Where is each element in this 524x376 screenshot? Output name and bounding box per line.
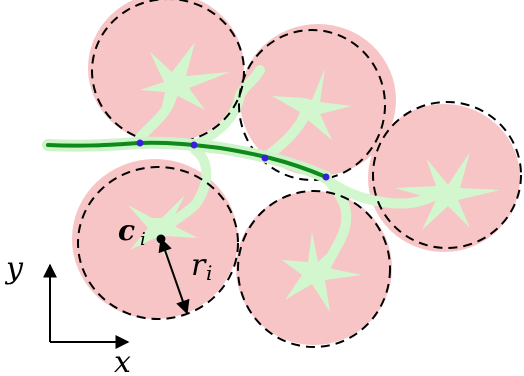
radius-label: r [191, 248, 207, 283]
leaf-star-icon [395, 152, 500, 230]
dashed-circle-icon [77, 166, 239, 320]
fruit-disk-3 [368, 104, 520, 252]
junction-nodes [136, 139, 330, 181]
leaf-star-icon [272, 68, 352, 140]
junction-node [322, 173, 330, 181]
fruit-disks [72, 0, 520, 345]
dashed-circle-icon [372, 101, 522, 249]
radius-label-sub: i [206, 261, 212, 285]
calyxes [128, 42, 500, 312]
fruit-disk-4 [72, 159, 238, 319]
leaf-star-icon [128, 195, 198, 262]
junction-node [190, 141, 198, 149]
axis-label-y: y [4, 251, 24, 286]
main-stalk [42, 136, 332, 183]
axis-indicator [43, 263, 130, 349]
pedicel-6 [160, 145, 212, 235]
dashed-circle-icon [91, 0, 245, 144]
stalk-line [46, 140, 328, 179]
dashed-circle-icon [237, 190, 391, 348]
center-label: c [118, 214, 135, 247]
leaf-star-icon [140, 42, 230, 125]
radius-arrow [158, 237, 190, 315]
center-label-sub: i [140, 229, 146, 250]
fruit-outlines [77, 0, 522, 348]
leaf-star-icon [282, 232, 362, 312]
junction-node [261, 154, 269, 162]
dashed-circle-icon [238, 29, 386, 181]
axis-label-x: x [114, 345, 131, 376]
junction-node [136, 139, 144, 147]
